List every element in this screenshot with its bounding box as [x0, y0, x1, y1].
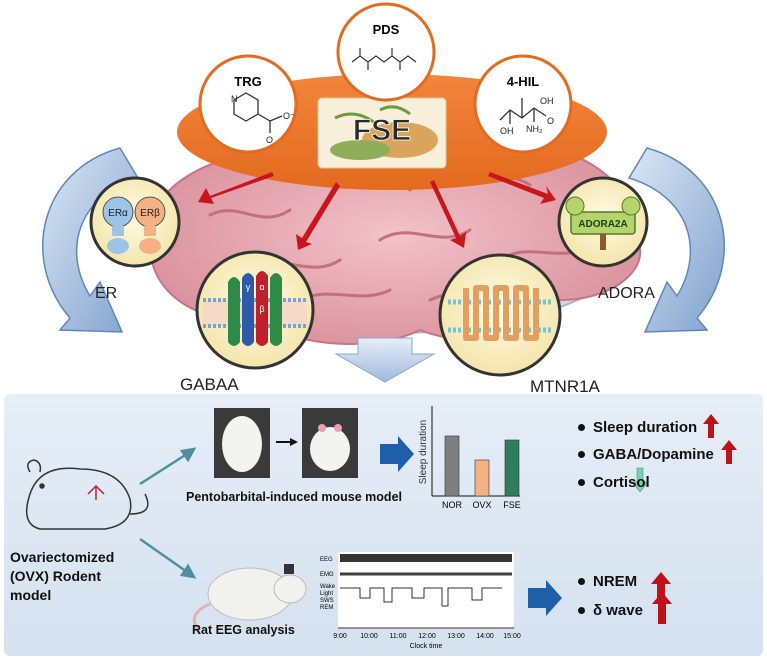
svg-text:Wake: Wake — [320, 584, 336, 590]
svg-text:OH: OH — [500, 126, 514, 136]
result-sleep-duration: Sleep duration — [578, 419, 697, 436]
mouse-model-label: Pentobarbital-induced mouse model — [186, 490, 402, 504]
svg-text:12:00: 12:00 — [418, 633, 436, 640]
result-gaba-dopamine: GABA/Dopamine — [578, 446, 714, 463]
4-hil-structure-icon — [499, 98, 547, 124]
result-cortisol: Cortisol — [578, 474, 650, 491]
bar-chart: Sleep duration NOR OVX FSE — [418, 406, 521, 510]
bar-ovx — [474, 459, 490, 497]
mouse-photos — [214, 408, 358, 478]
down-arrow — [334, 337, 436, 383]
teal-arrows — [139, 447, 197, 579]
eeg-analysis-label: Rat EEG analysis — [192, 623, 295, 637]
svg-text:10:00: 10:00 — [360, 633, 378, 640]
svg-text:13:00: 13:00 — [447, 633, 465, 640]
pds-label: PDS — [373, 22, 400, 37]
mechanism-diagram: FSE PDS TRG N O O⁻ 4-HIL OH NH₂ OH O — [42, 2, 725, 396]
experiment-diagram: Sleep duration NOR OVX FSE EEG EMG Wake … — [25, 406, 737, 650]
svg-text:14:00: 14:00 — [476, 633, 494, 640]
svg-text:O⁻: O⁻ — [283, 111, 295, 121]
svg-text:β: β — [259, 304, 264, 314]
compound-trg: TRG N O O⁻ — [198, 54, 298, 154]
svg-text:O: O — [266, 135, 273, 145]
svg-text:11:00: 11:00 — [390, 633, 407, 640]
target-adora: ADORA2A — [557, 176, 649, 268]
adora-label: ADORA — [598, 285, 655, 302]
down-arrow-cortisol-icon — [631, 467, 649, 493]
result-delta-wave: δ wave — [578, 602, 643, 619]
pds-structure-icon — [351, 48, 417, 70]
up-arrow-sleep-icon — [703, 414, 719, 438]
svg-text:Clock time: Clock time — [410, 643, 443, 650]
rodent-outline-icon — [25, 459, 149, 530]
compound-pds: PDS — [336, 2, 436, 102]
svg-text:SWS: SWS — [320, 598, 334, 604]
delta-up-arrow-icon — [652, 592, 672, 624]
bar-label-nor: NOR — [442, 500, 463, 510]
up-arrow-nrem-icon — [651, 572, 671, 600]
bar-fse — [504, 439, 520, 497]
svg-text:ERβ: ERβ — [140, 208, 160, 219]
bar-chart-ylabel: Sleep duration — [418, 420, 429, 485]
rodent-model-label: Ovariectomized (OVX) Rodent model — [10, 549, 115, 603]
svg-text:NH₂: NH₂ — [526, 124, 543, 134]
compound-4-hil: 4-HIL OH NH₂ OH O — [473, 54, 573, 154]
svg-text:ERα: ERα — [108, 208, 128, 219]
up-arrow-gaba-icon — [721, 440, 737, 464]
svg-text:9:00: 9:00 — [333, 633, 347, 640]
fse-panel: FSE — [317, 97, 447, 169]
result-arrows — [631, 414, 737, 600]
red-arrows — [198, 172, 556, 250]
trg-label: TRG — [234, 74, 261, 89]
svg-text:N: N — [231, 94, 238, 104]
svg-text:Light: Light — [320, 591, 333, 597]
svg-text:EEG: EEG — [320, 557, 333, 563]
svg-text:γ: γ — [246, 282, 251, 292]
bar-nor — [444, 435, 460, 497]
chevron-arrow-1 — [380, 436, 414, 472]
right-swoosh-arrow — [627, 147, 725, 333]
svg-text:ADORA2A: ADORA2A — [578, 219, 627, 230]
chevron-arrow-2 — [528, 580, 562, 616]
svg-text:α: α — [259, 282, 264, 292]
svg-text:OH: OH — [540, 96, 554, 106]
trg-structure-icon — [233, 92, 283, 133]
er-label: ER — [95, 285, 117, 302]
eeg-chart: EEG EMG Wake Light SWS REM 9:00 10:00 11… — [320, 552, 521, 650]
bar-label-fse: FSE — [503, 500, 521, 510]
target-gabaa: α β γ — [195, 250, 315, 370]
gabaa-label: GABAA — [180, 375, 239, 394]
svg-text:REM: REM — [320, 605, 333, 611]
target-er: ERα ERβ — [89, 176, 181, 268]
bar-label-ovx: OVX — [472, 500, 491, 510]
fse-label: FSE — [353, 114, 411, 147]
svg-text:15:00: 15:00 — [503, 633, 521, 640]
svg-text:EMG: EMG — [320, 572, 334, 578]
mtnr1a-label: MTNR1A — [530, 377, 601, 396]
4-hil-label: 4-HIL — [507, 74, 540, 89]
result-nrem: NREM — [578, 573, 637, 590]
svg-text:O: O — [547, 116, 554, 126]
rat-photo — [192, 564, 307, 635]
target-mtnr1a — [438, 253, 562, 377]
